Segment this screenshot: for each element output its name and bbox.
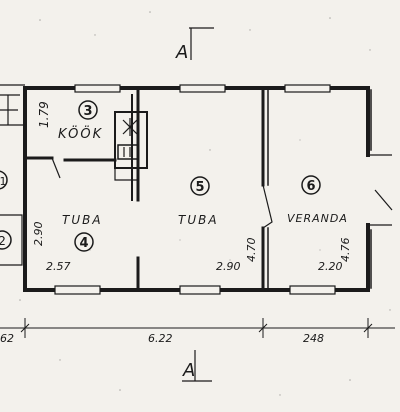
stove-block	[114, 111, 148, 169]
room-1-number: 1	[0, 175, 7, 188]
room-4-dim-vertical: 2.90	[32, 222, 45, 247]
room-1-tag: 1	[0, 170, 8, 190]
room-3-name: KÖÖK	[58, 125, 103, 142]
room-4-name: TUBA	[62, 213, 103, 227]
dim-left-partial: 62	[0, 332, 14, 345]
room-2-tag: 2	[0, 230, 12, 250]
room-3-tag: 3	[78, 100, 98, 120]
left-porch	[0, 84, 25, 266]
room-4-number: 4	[79, 236, 88, 251]
section-mark-top: A	[175, 27, 214, 63]
room-3-number: 3	[83, 104, 92, 119]
room-6-number: 6	[306, 179, 315, 194]
section-label-top: A	[175, 42, 188, 63]
room-5-tag: 5	[190, 176, 210, 196]
interior-walls	[23, 88, 269, 292]
section-label-bottom: A	[182, 360, 195, 381]
room-5-number: 5	[195, 180, 204, 195]
room-6-dim-horizontal: 2.20	[318, 260, 343, 273]
room-6-name: VERANDA	[287, 212, 348, 225]
windows	[54, 84, 336, 295]
room-5-dim-horizontal: 2.90	[216, 260, 241, 273]
doors	[51, 154, 393, 229]
dimension-line: 62 6.22 248	[0, 318, 395, 345]
room-3-dim-vertical: 1.79	[37, 101, 51, 128]
section-mark-bottom: A	[182, 350, 212, 382]
room-6-tag: 6	[301, 175, 321, 195]
room-5-name: TUBA	[178, 213, 219, 227]
dim-right: 248	[303, 332, 324, 345]
room-4-tag: 4	[74, 232, 94, 252]
dim-middle: 6.22	[148, 332, 173, 345]
room-5-dim-vertical: 4.70	[245, 238, 258, 263]
paper-speckle	[19, 11, 391, 396]
room-2-number: 2	[0, 234, 6, 248]
room-4-dim-horizontal: 2.57	[46, 260, 71, 273]
room-6-dim-vertical: 4.76	[339, 238, 352, 263]
